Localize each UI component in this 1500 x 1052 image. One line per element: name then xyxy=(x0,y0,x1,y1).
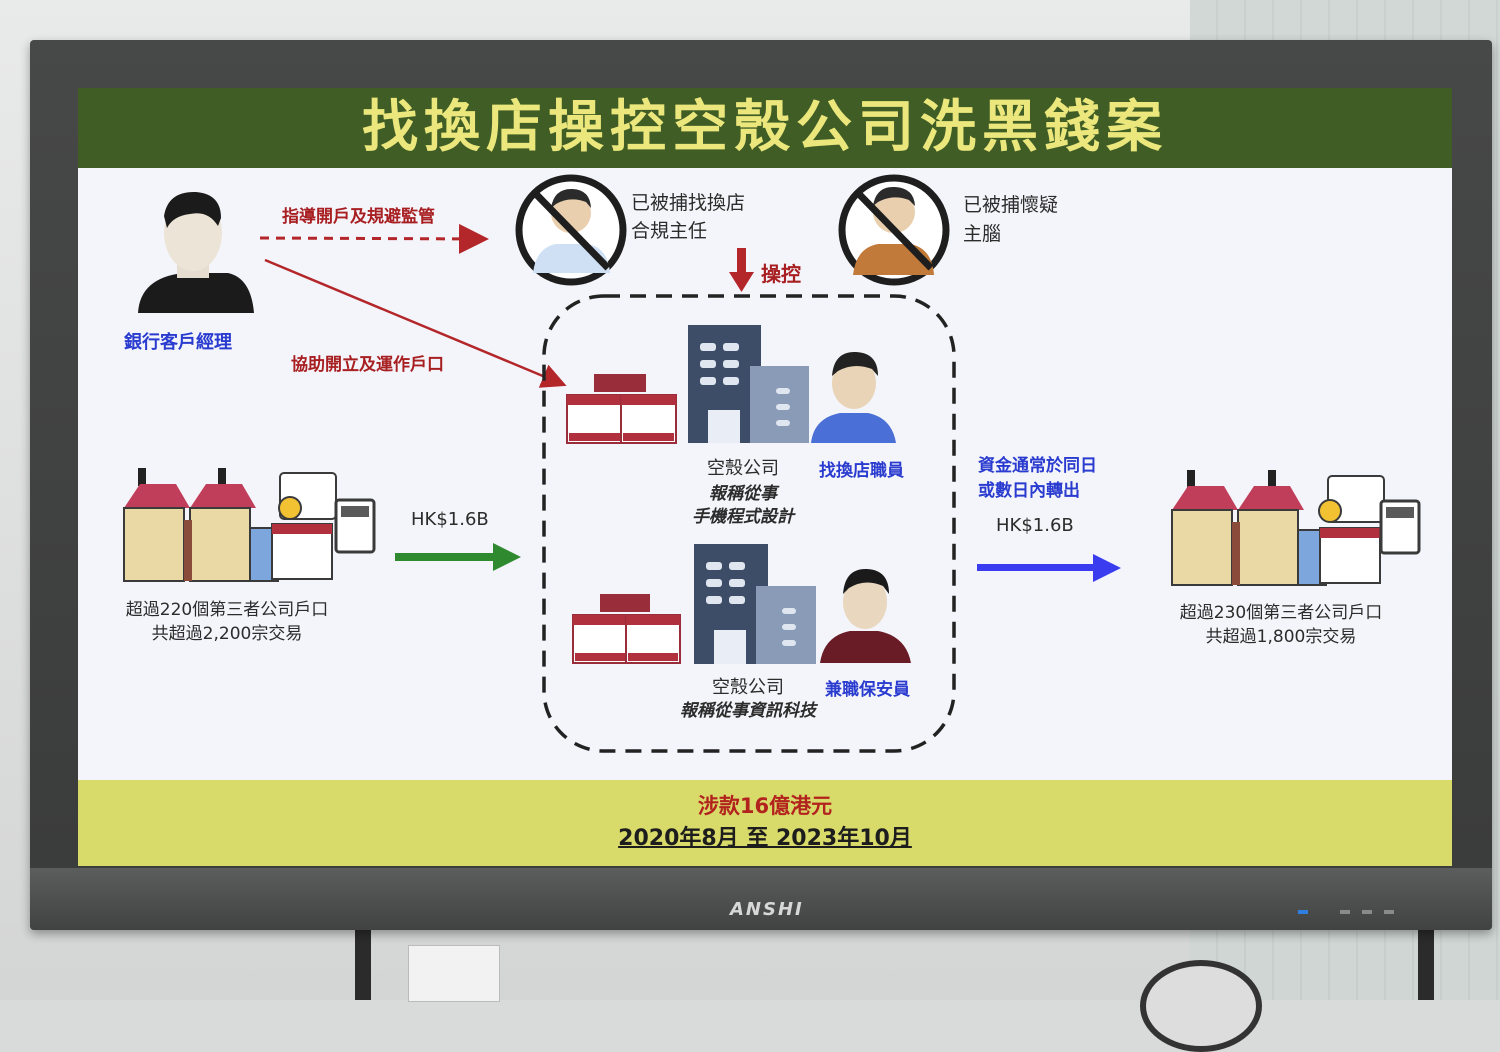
assist-arrow-label: 協助開立及運作戶口 xyxy=(291,355,444,375)
transfer-note-line2: 或數日內轉出 xyxy=(978,481,1080,501)
fan xyxy=(1140,960,1262,1052)
office-building-icon-2 xyxy=(694,544,816,664)
company1-staff-label: 找換店職員 xyxy=(819,461,904,481)
wall-sign xyxy=(408,945,500,1002)
slide-title: 找換店操控空殼公司洗黑錢案 xyxy=(78,88,1452,168)
banker-label: 銀行客戶經理 xyxy=(124,332,232,353)
guide-arrow-label: 指導開戶及規避監管 xyxy=(282,207,435,227)
total-amount: 涉款16億港元 xyxy=(697,794,833,818)
monitor-stand-left xyxy=(355,925,371,1000)
time-period-text: 2020年8月 至 2023年10月 xyxy=(618,826,912,851)
right-accounts-line2: 共超過1,800宗交易 xyxy=(1205,627,1357,647)
left-accounts-line2: 共超過2,200宗交易 xyxy=(151,624,303,644)
monitor-brand: ANSHI xyxy=(730,899,804,920)
button-led xyxy=(1384,910,1394,914)
third-party-companies-icon-right xyxy=(1171,470,1421,586)
button-led xyxy=(1340,910,1350,914)
compliance-label-line2: 合規主任 xyxy=(631,220,708,242)
control-arrow xyxy=(729,272,754,292)
assist-arrow xyxy=(264,258,567,388)
mastermind-label-line2: 主腦 xyxy=(963,223,1002,245)
summary-footer: 涉款16億港元 2020年8月 至 2023年10月 xyxy=(78,780,1452,866)
compliance-label-line1: 已被捕找換店 xyxy=(631,192,746,214)
control-label: 操控 xyxy=(761,262,801,286)
office-building-icon-1 xyxy=(688,325,809,443)
left-accounts-line1: 超過220個第三者公司戶口 xyxy=(125,600,329,620)
company2-staff-label: 兼職保安員 xyxy=(825,680,910,700)
shell-company-box xyxy=(542,294,956,753)
time-period: 2020年8月 至 2023年10月 xyxy=(78,820,1452,852)
power-led xyxy=(1298,910,1308,914)
slide-screen: 找換店操控空殼公司洗黑錢案 xyxy=(78,88,1452,866)
mastermind-label-line1: 已被捕懷疑 xyxy=(963,194,1059,216)
banker-icon xyxy=(138,191,254,313)
transfer-note-line1: 資金通常於同日 xyxy=(978,456,1097,476)
company2-desc: 報稱從事資訊科技 xyxy=(680,701,816,721)
company1-desc1: 報稱從事 xyxy=(709,484,777,504)
compliance-officer-banned-icon xyxy=(515,174,627,286)
inflow-amount: HK$1.6B xyxy=(411,509,489,530)
third-party-companies-icon-left xyxy=(123,468,376,582)
company1-name: 空殼公司 xyxy=(707,458,779,479)
monitor-bezel: ANSHI xyxy=(30,868,1492,930)
diagram-canvas xyxy=(123,174,1421,753)
money-changer-staff-icon xyxy=(811,351,896,443)
mastermind-banned-icon xyxy=(838,174,950,286)
right-accounts-line1: 超過230個第三者公司戶口 xyxy=(1179,603,1383,623)
security-guard-icon xyxy=(820,568,911,663)
company1-desc2: 手機程式設計 xyxy=(692,507,794,527)
outflow-amount: HK$1.6B xyxy=(996,515,1074,536)
monitor-stand-right xyxy=(1418,925,1434,1000)
bank-books-icon-1 xyxy=(566,374,677,444)
company2-name: 空殼公司 xyxy=(712,677,784,698)
button-led xyxy=(1362,910,1372,914)
bank-books-icon-2 xyxy=(572,594,681,664)
guide-arrow xyxy=(259,223,489,254)
inflow-arrow xyxy=(493,543,521,571)
outflow-arrow xyxy=(1093,554,1121,582)
